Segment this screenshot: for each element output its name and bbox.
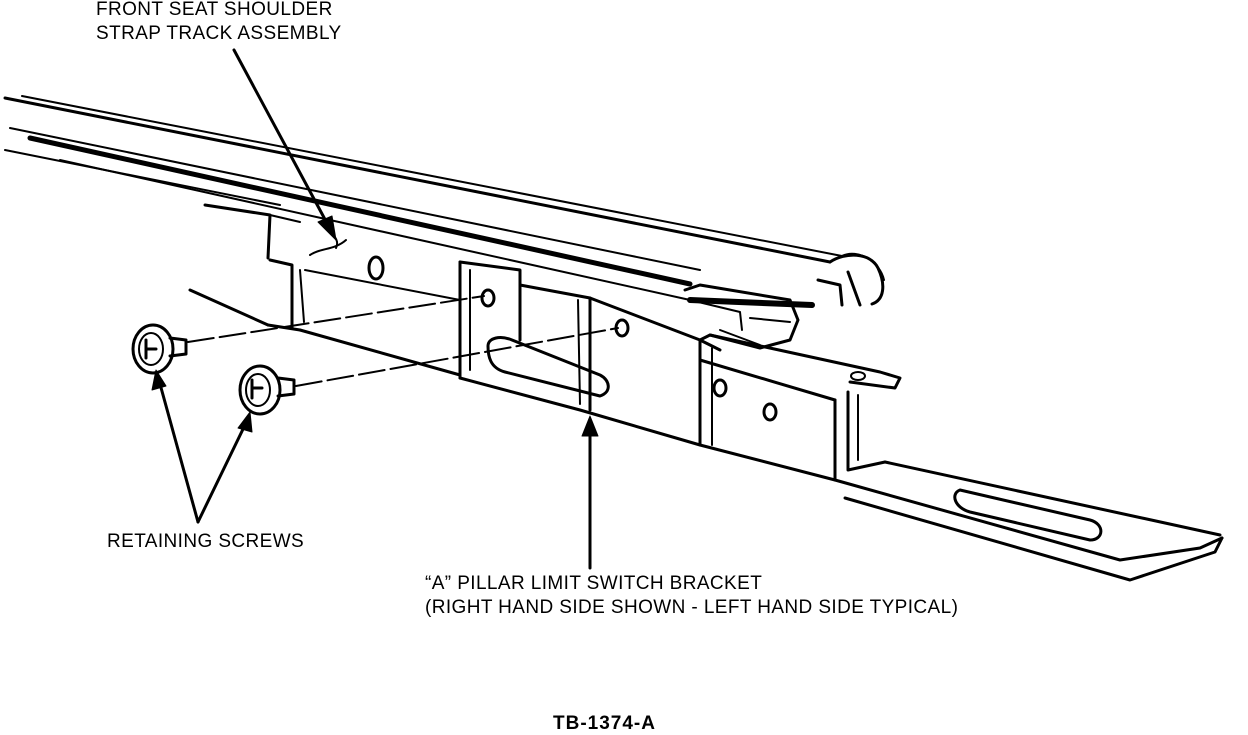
leader-retaining-screws bbox=[151, 369, 253, 524]
limit-switch-bracket bbox=[458, 260, 1224, 582]
screw-2-alignment-line bbox=[295, 327, 619, 387]
bracket-label-line2: (RIGHT HAND SIDE SHOWN - LEFT HAND SIDE … bbox=[425, 597, 959, 618]
track-assembly-label-line1: FRONT SEAT SHOULDER bbox=[96, 0, 333, 20]
retaining-screw-1 bbox=[131, 323, 188, 375]
bracket-label-line1: “A” PILLAR LIMIT SWITCH BRACKET bbox=[425, 573, 763, 594]
leader-track-assembly bbox=[232, 48, 337, 241]
track-assembly-label: FRONT SEAT SHOULDER STRAP TRACK ASSEMBLY bbox=[96, 0, 342, 46]
figure-code: TB-1374-A bbox=[553, 713, 656, 734]
retaining-screws-label: RETAINING SCREWS bbox=[107, 531, 305, 552]
track-assembly-label-line2: STRAP TRACK ASSEMBLY bbox=[96, 23, 342, 44]
track-flange bbox=[188, 203, 462, 377]
retaining-screw-2 bbox=[238, 364, 296, 416]
shoulder-strap-track bbox=[3, 95, 885, 308]
bracket-label: “A” PILLAR LIMIT SWITCH BRACKET (RIGHT H… bbox=[425, 572, 958, 620]
screw-1-alignment-line bbox=[187, 295, 485, 343]
leader-bracket bbox=[581, 415, 599, 570]
